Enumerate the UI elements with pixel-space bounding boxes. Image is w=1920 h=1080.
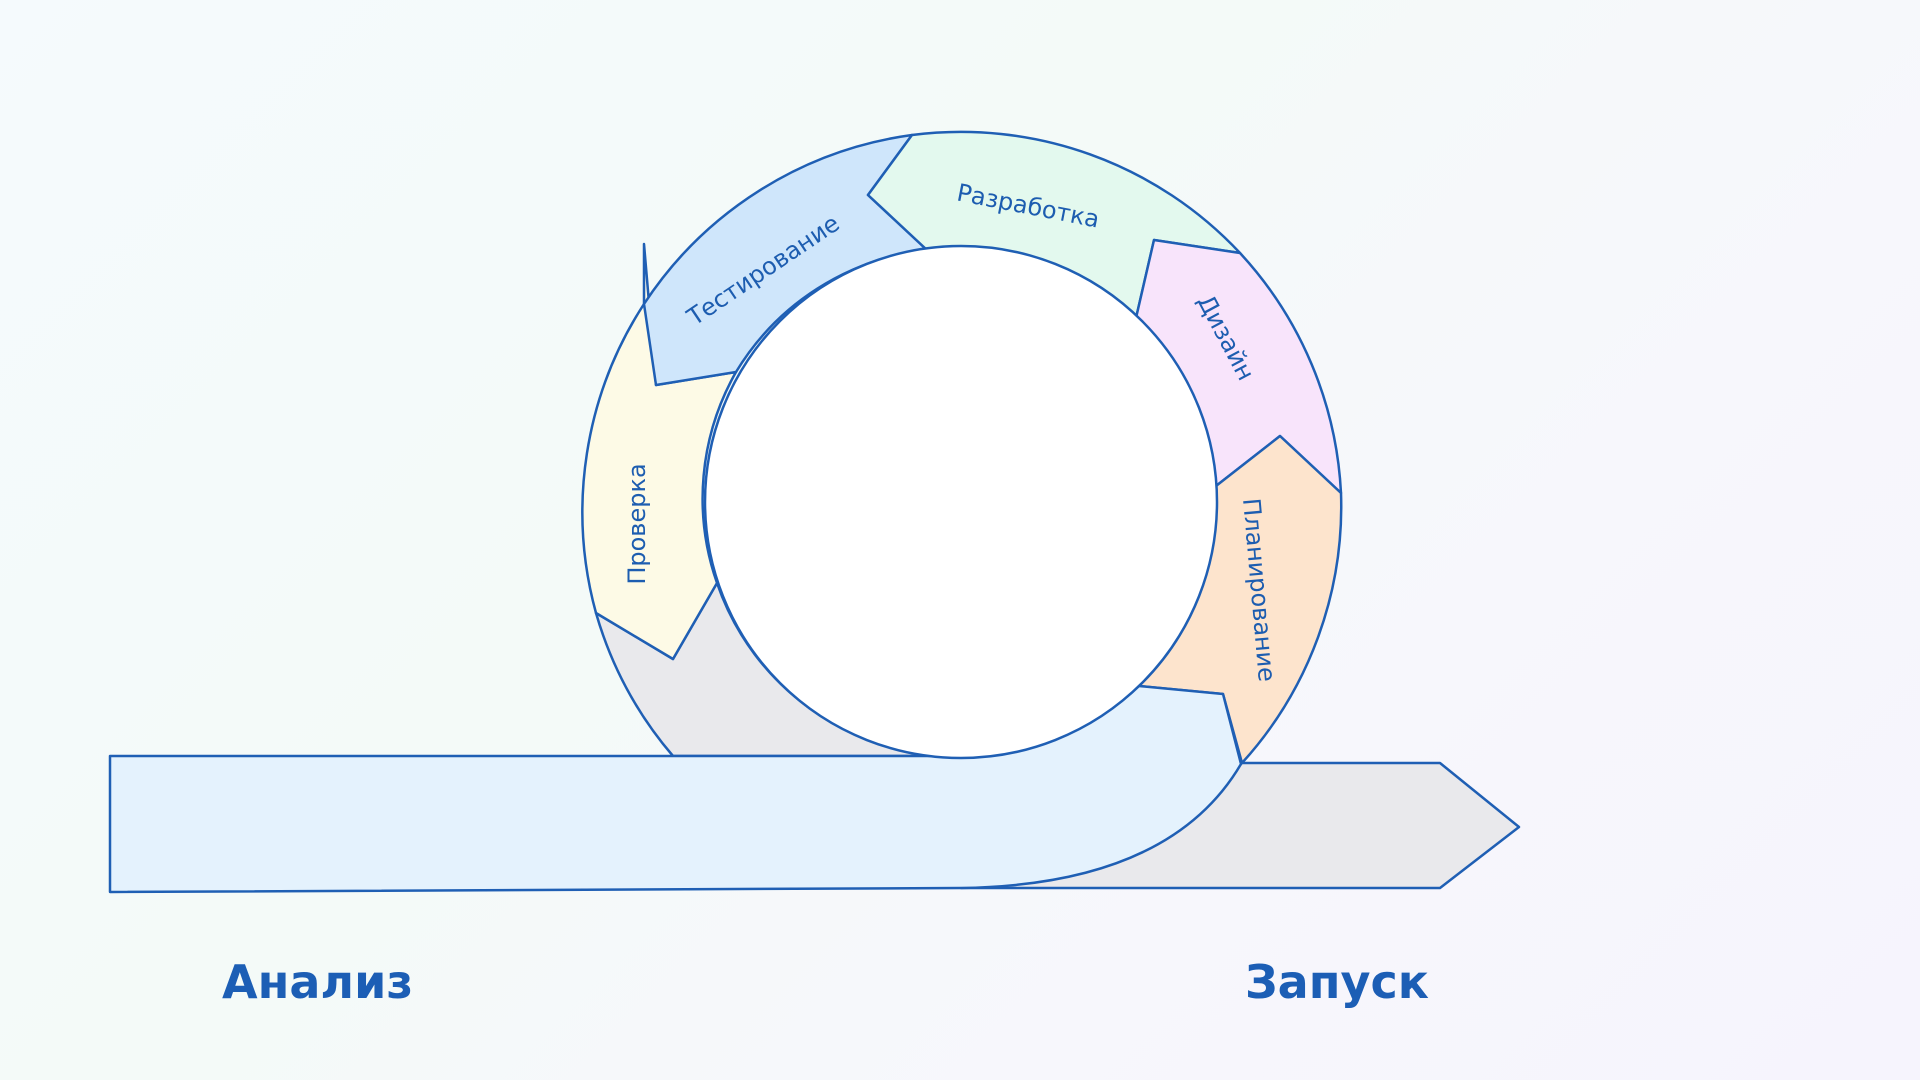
ring-inner-circle	[703, 244, 1219, 760]
start-stage-label: Анализ	[222, 955, 414, 1009]
stage-segment-proverka	[581, 242, 738, 661]
stage-label-proverka: Проверка	[623, 463, 651, 584]
end-stage-label: Запуск	[1245, 955, 1429, 1009]
